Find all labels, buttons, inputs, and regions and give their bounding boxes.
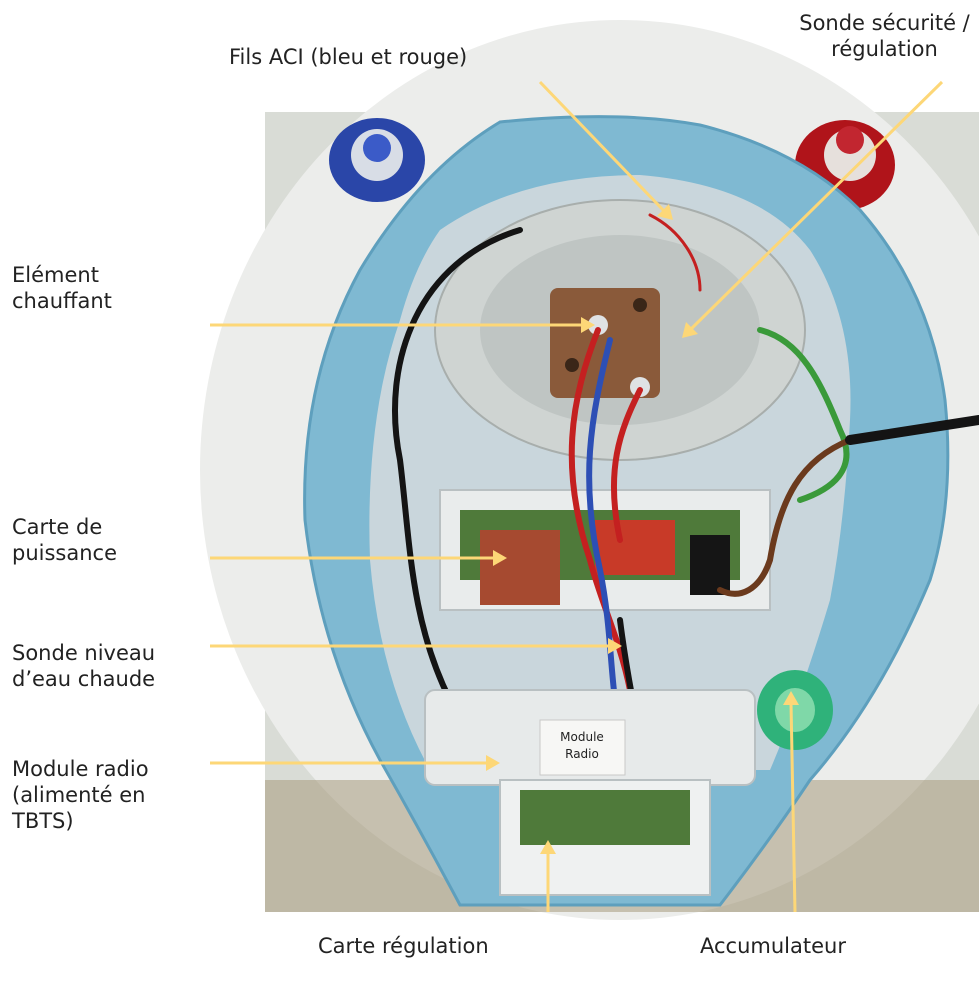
arrow-head-sonde-securite	[682, 322, 698, 338]
leader-line-fils-aci	[538, 80, 667, 214]
accumulator-part	[757, 670, 833, 750]
label-carte-regulation: Carte régulation	[318, 934, 489, 958]
label-accumulateur: Accumulateur	[700, 934, 846, 958]
arrow-head-carte-puissance	[493, 550, 507, 566]
arrow-head-fils-aci	[657, 204, 673, 220]
module-sticker-line1: Module	[560, 730, 604, 744]
label-module-radio: Module radio (alimenté en TBTS)	[12, 757, 149, 833]
arrow-head-sonde-niveau	[608, 638, 622, 654]
arrow-head-accumulateur	[783, 691, 799, 705]
regulation-card-pcb	[520, 790, 690, 845]
arrow-heads	[486, 204, 799, 854]
radio-module-sticker	[539, 719, 626, 776]
leader-line-accumulateur	[789, 702, 797, 913]
label-element-chauffant: Elément chauffant	[12, 263, 112, 313]
power-card-relay	[480, 530, 560, 605]
module-sticker-line2: Radio	[565, 747, 599, 761]
leader-line-sonde-securite	[688, 80, 944, 332]
heating-element-block	[550, 288, 660, 398]
leader-lines	[210, 80, 944, 913]
arrow-head-carte-regulation	[540, 840, 556, 854]
arrow-head-module-radio	[486, 755, 500, 771]
arrow-head-element-chauffant	[581, 317, 595, 333]
label-fils-aci: Fils ACI (bleu et rouge)	[229, 45, 468, 69]
label-sonde-securite: Sonde sécurité / régulation	[799, 11, 970, 61]
blue-water-cap	[329, 118, 425, 202]
label-carte-puissance: Carte de puissance	[12, 515, 117, 565]
label-sonde-niveau: Sonde niveau d’eau chaude	[12, 641, 156, 691]
